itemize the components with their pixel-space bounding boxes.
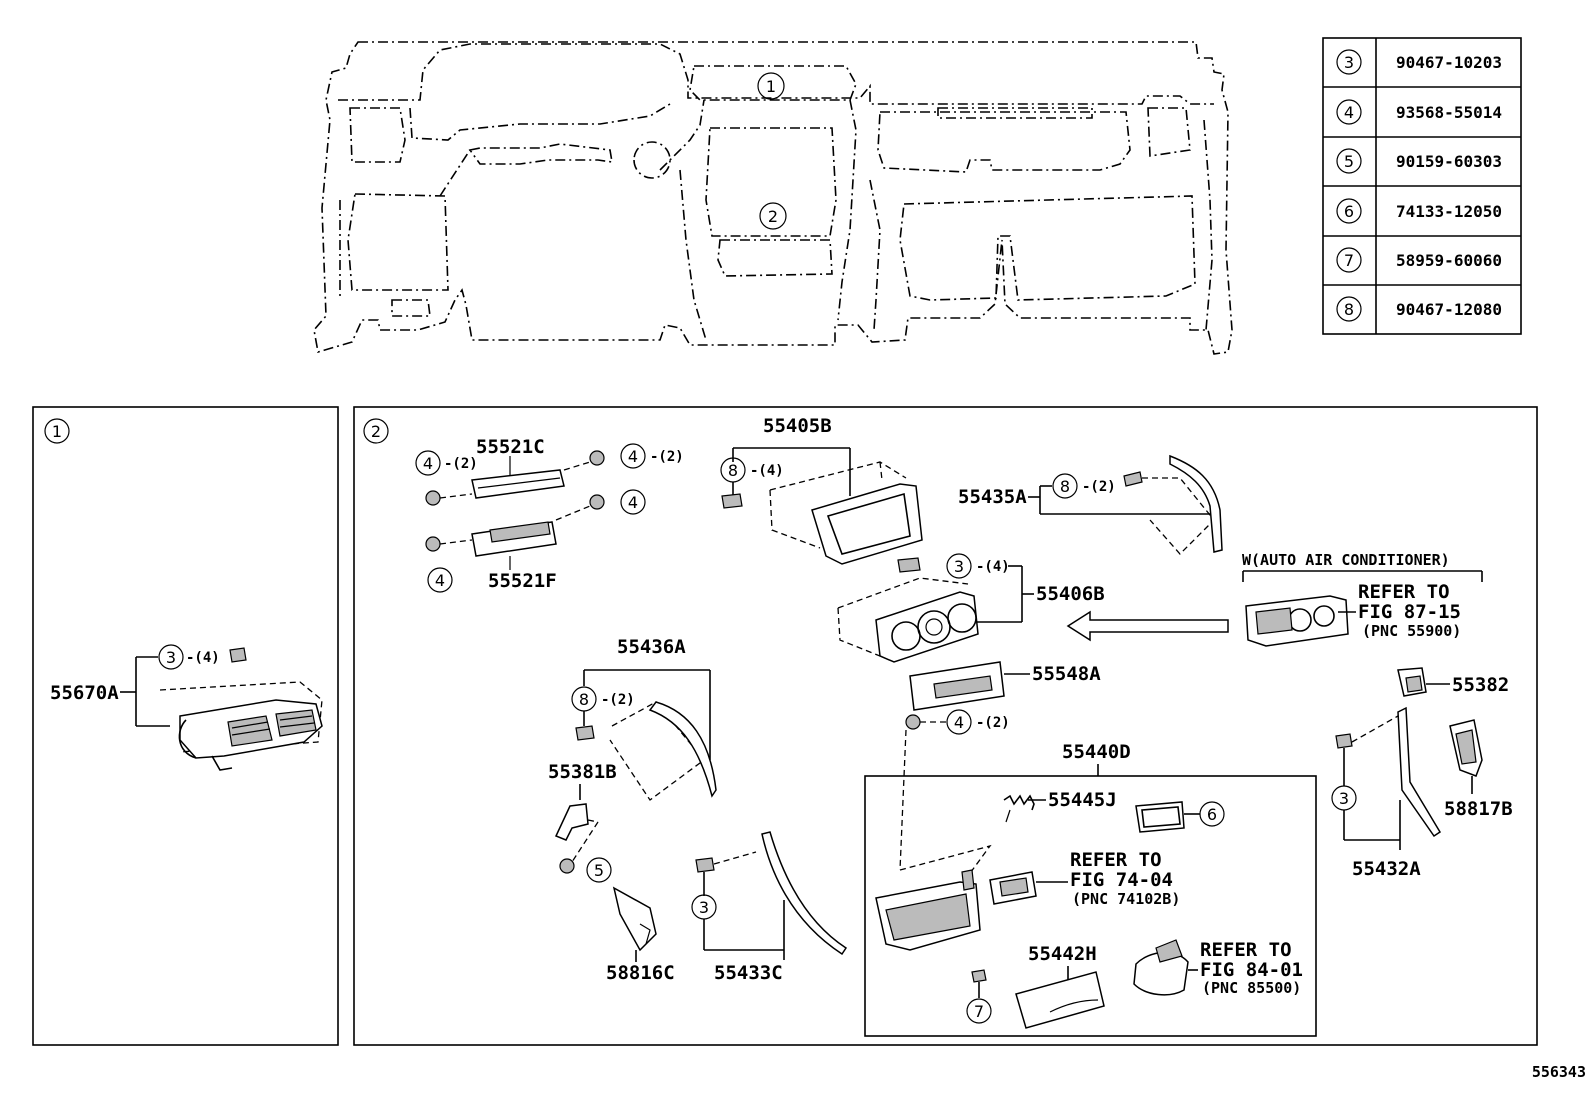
table-row: 6 74133-12050 bbox=[1336, 198, 1502, 224]
svg-text:4: 4 bbox=[628, 493, 638, 512]
svg-text:7: 7 bbox=[974, 1002, 984, 1021]
svg-text:-(2): -(2) bbox=[444, 456, 478, 472]
part-no: 74133-12050 bbox=[1396, 202, 1502, 221]
svg-text:-(2): -(2) bbox=[1082, 479, 1116, 495]
table-row: 7 58959-60060 bbox=[1336, 247, 1502, 273]
label-55435A: 55435A bbox=[958, 486, 1027, 508]
ref-74-line-3: (PNC 74102B) bbox=[1072, 890, 1180, 908]
svg-text:6: 6 bbox=[1344, 202, 1354, 221]
part-no: 90467-10203 bbox=[1396, 53, 1502, 72]
label-55521F: 55521F bbox=[488, 570, 557, 592]
svg-text:8: 8 bbox=[728, 461, 738, 480]
part-no: 58959-60060 bbox=[1396, 251, 1502, 270]
svg-text:-(2): -(2) bbox=[601, 692, 635, 708]
label-55670A: 55670A bbox=[50, 682, 119, 704]
overview-marker-2: 2 bbox=[768, 207, 778, 226]
center-vent-assembly bbox=[159, 681, 323, 771]
label-55521C: 55521C bbox=[476, 436, 545, 458]
table-row: 3 90467-10203 bbox=[1336, 49, 1502, 75]
label-55442H: 55442H bbox=[1028, 943, 1097, 965]
svg-text:4: 4 bbox=[954, 713, 964, 732]
part-no: 93568-55014 bbox=[1396, 103, 1502, 122]
panel-2-index: 2 bbox=[371, 422, 381, 441]
panel-1-index: 1 bbox=[52, 422, 62, 441]
svg-text:-(4): -(4) bbox=[186, 650, 220, 666]
label-55436A: 55436A bbox=[617, 636, 686, 658]
svg-text:5: 5 bbox=[594, 861, 604, 880]
label-55405B: 55405B bbox=[763, 415, 832, 437]
label-58816C: 58816C bbox=[606, 962, 675, 984]
svg-text:5: 5 bbox=[1344, 152, 1354, 171]
svg-text:3: 3 bbox=[699, 898, 709, 917]
diagram-id: 556343 bbox=[1532, 1063, 1586, 1081]
auto-ac-header: W(AUTO AIR CONDITIONER) bbox=[1242, 551, 1450, 569]
svg-text:-(4): -(4) bbox=[750, 463, 784, 479]
svg-text:-(4): -(4) bbox=[976, 559, 1010, 575]
svg-text:-(2): -(2) bbox=[976, 715, 1010, 731]
label-55548A: 55548A bbox=[1032, 663, 1101, 685]
ref-74-line-1: REFER TO bbox=[1070, 849, 1162, 871]
label-55433C: 55433C bbox=[714, 962, 783, 984]
svg-text:4: 4 bbox=[628, 447, 638, 466]
svg-text:4: 4 bbox=[423, 454, 433, 473]
table-row: 4 93568-55014 bbox=[1336, 99, 1502, 125]
part-number-table: 3 90467-10203 4 93568-55014 5 90159-6030… bbox=[1322, 37, 1522, 335]
auto-ac-ref-3: (PNC 55900) bbox=[1362, 622, 1461, 640]
ref-84-line-1: REFER TO bbox=[1200, 939, 1292, 961]
svg-text:-(2): -(2) bbox=[650, 449, 684, 465]
svg-text:8: 8 bbox=[1060, 477, 1070, 496]
svg-text:8: 8 bbox=[579, 690, 589, 709]
svg-text:7: 7 bbox=[1344, 251, 1354, 270]
label-55432A: 55432A bbox=[1352, 858, 1421, 880]
overview-marker-1: 1 bbox=[766, 77, 776, 96]
label-55381B: 55381B bbox=[548, 761, 617, 783]
label-55382: 55382 bbox=[1452, 674, 1509, 696]
label-55440D: 55440D bbox=[1062, 741, 1131, 763]
part-no: 90159-60303 bbox=[1396, 152, 1502, 171]
svg-text:3: 3 bbox=[954, 557, 964, 576]
detail-panel-2: 2 4 -(2) 55521C 4 -(2) 4 4 55521F 55405B bbox=[353, 406, 1538, 1046]
svg-text:3: 3 bbox=[1344, 53, 1354, 72]
auto-ac-ref-1: REFER TO bbox=[1358, 581, 1450, 603]
ref-74-line-2: FIG 74-04 bbox=[1070, 869, 1173, 891]
detail-panel-1: 1 55670A 3 -(4) bbox=[32, 406, 339, 1046]
svg-text:3: 3 bbox=[166, 648, 176, 667]
svg-text:6: 6 bbox=[1207, 805, 1217, 824]
dashboard-overview: 1 2 bbox=[313, 41, 1233, 355]
ref-84-line-2: FIG 84-01 bbox=[1200, 959, 1303, 981]
table-row: 8 90467-12080 bbox=[1336, 296, 1502, 322]
svg-text:8: 8 bbox=[1344, 300, 1354, 319]
ref-84-line-3: (PNC 85500) bbox=[1202, 979, 1301, 997]
svg-text:4: 4 bbox=[435, 571, 445, 590]
svg-text:3: 3 bbox=[1339, 789, 1349, 808]
label-55406B: 55406B bbox=[1036, 583, 1105, 605]
svg-text:4: 4 bbox=[1344, 103, 1354, 122]
label-55445J: 55445J bbox=[1048, 789, 1117, 811]
auto-ac-ref-2: FIG 87-15 bbox=[1358, 601, 1461, 623]
label-58817B: 58817B bbox=[1444, 798, 1513, 820]
table-row: 5 90159-60303 bbox=[1336, 148, 1502, 174]
part-no: 90467-12080 bbox=[1396, 300, 1502, 319]
